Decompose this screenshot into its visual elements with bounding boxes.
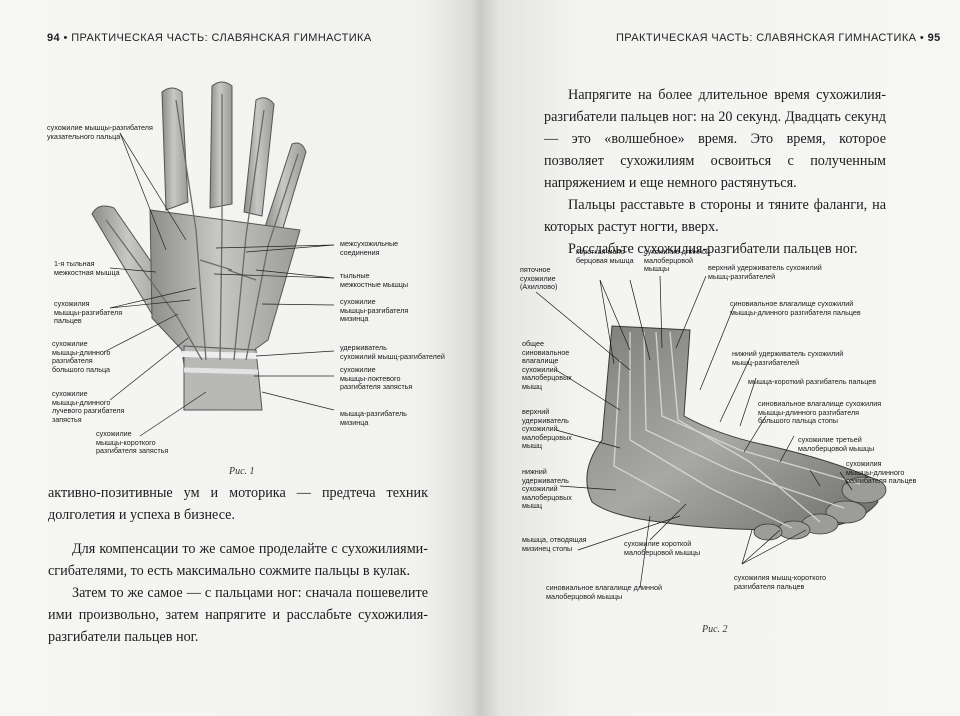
figure-hand: сухожилие мышцы-разгибателя указательног… (0, 60, 480, 480)
foot-label-peroneus-brevis: короткая мало- берцовая мышца (576, 247, 634, 265)
figure-caption-1: Рис. 1 (229, 466, 255, 477)
foot-label-extensor-digitorum-longus-tendons: сухожилия мышцы-длинного разгибателя пал… (846, 459, 917, 486)
foot-label-superior-extensor-retinaculum: верхний удерживатель сухожилий мышц-разг… (708, 263, 822, 281)
foot-label-achilles-tendon: пяточное сухожилие (Ахиллово) (520, 265, 558, 292)
paragraph: активно-позитивные ум и моторика — предт… (48, 485, 428, 523)
figure-foot: короткая мало- берцовая мышца сухожилие … (480, 240, 960, 640)
hand-label-dorsal-interossei: тыльные межкостные мышцы (340, 271, 409, 289)
hand-label-extensor-digiti-minimi: мышца-разгибатель мизинца (340, 409, 407, 427)
foot-label-extensor-digitorum-brevis-tendons: сухожилия мышц-короткого разгибателя пал… (734, 573, 826, 591)
hand-label-extensor-carpi-ulnaris: сухожилие мышцы-локтевого разгибателя за… (340, 365, 413, 392)
hand-label-first-dorsal-interosseous: 1-я тыльная межкостная мышца (54, 259, 120, 277)
foot-label-inferior-extensor-retinaculum: нижний удерживатель сухожилий мышц-разги… (732, 349, 844, 367)
foot-illustration (535, 275, 887, 589)
foot-label-peroneus-longus-tendon: сухожилие длинной малоберцовой мышцы (644, 247, 710, 274)
paragraph: Для компенсации то же самое проделайте с… (48, 541, 428, 579)
foot-label-extensor-digitorum-brevis: мышца-короткий разгибатель пальцев (748, 377, 877, 386)
foot-label-peroneus-tertius-tendon: сухожилие третьей малоберцовой мышцы (798, 435, 875, 453)
foot-label-extensor-hallucis-longus-sheath: синовиальное влагалище сухожилия мышцы-д… (758, 399, 882, 426)
hand-label-intertendinous-connections: межсухожильные соединения (340, 239, 399, 257)
paragraph: Затем то же самое — с пальцами ног: снач… (48, 585, 428, 645)
foot-label-inferior-peroneal-retinaculum: нижний удерживатель сухожилий малоберцов… (522, 467, 572, 511)
left-page: 94 • ПРАКТИЧЕСКАЯ ЧАСТЬ: СЛАВЯНСКАЯ ГИМН… (0, 32, 480, 648)
right-body: Напрягите на более длительное время сухо… (544, 84, 886, 260)
paragraph: Расслабьте сухожилия-разгибатели пальцев… (568, 241, 858, 257)
foot-label-superior-peroneal-retinaculum: верхний удерживатель сухожилий малоберцо… (522, 407, 572, 451)
hand-label-extensor-pollicis-longus: сухожилие мышцы-длинного разгибателя бол… (52, 339, 111, 374)
hand-label-extensor-carpi-radialis-brevis: сухожилие мышцы-короткого разгибателя за… (96, 429, 169, 456)
page-number-left: 94 (47, 32, 61, 44)
foot-label-extensor-digitorum-longus-sheath: синовиальное влагалище сухожилий мышцы-д… (730, 299, 861, 317)
left-body: активно-позитивные ум и моторика — предт… (48, 482, 428, 648)
right-page: ПРАКТИЧЕСКАЯ ЧАСТЬ: СЛАВЯНСКАЯ ГИМНАСТИК… (480, 0, 960, 716)
hand-label-extensor-carpi-radialis-longus: сухожилие мышцы-длинного лучевого разгиб… (52, 389, 125, 424)
page-number-right: 95 (927, 32, 941, 44)
running-head-left: 94 • ПРАКТИЧЕСКАЯ ЧАСТЬ: СЛАВЯНСКАЯ ГИМН… (47, 32, 372, 44)
foot-label-abductor-digiti-minimi: мышца, отводящая мизинец стопы (522, 535, 587, 553)
hand-label-extensor-retinaculum: удерживатель сухожилий мышц-разгибателей (340, 343, 445, 361)
hand-label-extensor-digiti-minimi-tendon: сухожилие мышцы-разгибателя мизинца (340, 297, 409, 324)
foot-label-peroneus-brevis-tendon: сухожилие короткой малоберцовой мышцы (624, 539, 701, 557)
running-head-right: ПРАКТИЧЕСКАЯ ЧАСТЬ: СЛАВЯНСКАЯ ГИМНАСТИК… (616, 32, 941, 44)
hand-label-extensor-indicis: сухожилие мышцы-разгибателя указательног… (47, 123, 153, 141)
foot-label-common-peroneal-sheath: общее синовиальное влагалище сухожилий м… (522, 339, 572, 391)
paragraph: Напрягите на более длительное время сухо… (544, 87, 886, 191)
hand-illustration (91, 81, 335, 437)
foot-label-peroneus-longus-sheath: синовиальное влагалище длинной малоберцо… (546, 583, 662, 601)
running-head-title-left: ПРАКТИЧЕСКАЯ ЧАСТЬ: СЛАВЯНСКАЯ ГИМНАСТИК… (71, 32, 372, 44)
hand-label-extensor-digitorum: сухожилия мышцы-разгибателя пальцев (54, 299, 123, 326)
figure-caption-2: Рис. 2 (702, 624, 728, 635)
paragraph: Пальцы расставьте в стороны и тяните фал… (544, 197, 886, 235)
running-head-title-right: ПРАКТИЧЕСКАЯ ЧАСТЬ: СЛАВЯНСКАЯ ГИМНАСТИК… (616, 32, 917, 44)
